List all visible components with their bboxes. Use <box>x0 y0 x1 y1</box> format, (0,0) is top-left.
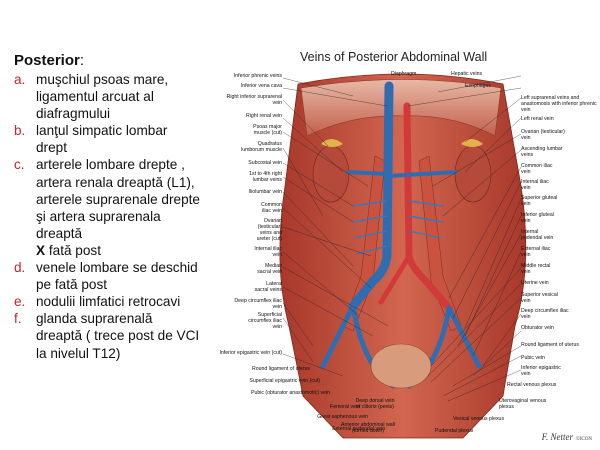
label-ascending-lumbar-veins: Ascending lumbar veins <box>521 146 563 158</box>
label-femoral-vein: Femoral vein <box>330 404 360 410</box>
label-pudendal-plexus: Pudendal plexus <box>435 428 474 434</box>
label-round-ligament-right: Round ligament of uterus <box>521 342 579 348</box>
label-lateral-sacral-veins: Lateral sacral veins <box>254 281 282 293</box>
text-column: Posterior: a.muşchiul psoas mare, ligame… <box>14 52 202 362</box>
label-ovarian-vein: Ovarian (testicular) vein <box>521 129 565 141</box>
label-iliolumbar-vein: Iliolumbar vein <box>248 189 282 195</box>
anatomy-drawing <box>279 73 527 439</box>
label-common-iliac-vein: Common iliac vein <box>260 202 282 214</box>
label-superficial-epigastric-vein: Superficial epigastric vein (cut) <box>249 378 320 384</box>
list-item: a.muşchiul psoas mare, ligamentul arcuat… <box>14 72 169 122</box>
label-lumbar-veins: 1st to 4th right lumbar veins <box>249 171 282 183</box>
list-marker: d. <box>14 260 26 276</box>
anatomy-illustration: Inferior phrenic veins Inferior vena cav… <box>203 66 600 450</box>
label-left-suprarenal-veins: Left suprarenal veins and anastomosis wi… <box>521 95 597 113</box>
label-internal-iliac-vein-right: Internal iliac vein <box>521 179 549 191</box>
label-esophagus: Esophagus <box>465 83 491 89</box>
left-kidney <box>454 145 492 203</box>
label-anterior-abdominal-wall: Anterior abdominal wall (turned down) <box>341 422 395 434</box>
list-item: f.glanda suprarenală dreaptă ( trece pos… <box>14 311 200 361</box>
label-inferior-phrenic-veins: Inferior phrenic veins <box>233 73 282 79</box>
anatomy-list: a.muşchiul psoas mare, ligamentul arcuat… <box>14 71 202 362</box>
list-item: b.lanţul simpatic lombar drept <box>14 123 168 156</box>
label-external-pudendal-vein: External pudendal vein <box>332 426 385 432</box>
label-right-inferior-suprarenal-vein: Right inferior suprarenal vein <box>226 94 282 106</box>
label-uterine-vein: Uterine vein <box>521 280 549 286</box>
label-subcostal-vein: Subcostal vein <box>248 160 282 166</box>
label-deep-circumflex-iliac-vein-left: Deep circumflex iliac vein <box>234 298 282 310</box>
label-external-iliac-vein: External iliac vein <box>521 246 551 258</box>
label-quadratus-lumborum: Quadratus lumborum muscle <box>241 141 282 153</box>
right-renal-vein <box>346 170 388 176</box>
figure-title: Veins of Posterior Abdominal Wall <box>300 50 488 64</box>
left-renal-vein <box>386 170 458 178</box>
list-item: d.venele lombare se deschid pe fată post <box>14 260 198 293</box>
label-deep-circumflex-iliac-vein-right: Deep circumflex iliac vein <box>521 308 569 320</box>
right-adrenal <box>321 139 343 147</box>
left-psoas <box>418 155 462 332</box>
label-deep-dorsal-vein: Deep dorsal vein of clitoris (penis) <box>355 398 395 410</box>
label-superior-vesical-vein: Superior vesical vein <box>521 292 558 304</box>
label-pubic-vein-right: Pubic vein <box>521 355 545 361</box>
label-rectal-venous-plexus: Rectal venous plexus <box>507 382 557 388</box>
label-great-saphenous-vein: Great saphenous vein <box>317 414 368 420</box>
label-vesical-venous-plexus: Vesical venous plexus <box>453 416 505 422</box>
section-heading: Posterior: <box>14 52 85 69</box>
label-inferior-epigastric-vein-cut: Inferior epigastric vein (cut) <box>219 350 282 356</box>
label-diaphragm: Diaphragm <box>391 71 417 77</box>
label-internal-pudendal-vein: Internal pudendal vein <box>521 229 554 241</box>
label-middle-rectal-vein: Middle rectal vein <box>521 263 551 275</box>
list-marker: f. <box>14 311 22 327</box>
label-round-ligament-left: Round ligament of uterus <box>252 366 310 372</box>
list-marker: e. <box>14 294 26 310</box>
label-inferior-vena-cava: Inferior vena cava <box>240 83 282 89</box>
label-pubic-vein-left: Pubic (obturator anastomotic) vein <box>250 390 330 396</box>
right-common-iliac-artery <box>378 255 411 305</box>
label-psoas-major: Psoas major muscle (cut) <box>253 124 282 136</box>
inferior-vena-cava <box>348 81 394 311</box>
list-item: c.arterele lombare drepte , artera renal… <box>14 157 200 258</box>
list-marker: a. <box>14 72 26 87</box>
pelvic-organs <box>370 343 432 389</box>
bold-mark: X <box>36 242 46 258</box>
label-inferior-gluteal-vein: Inferior gluteal vein <box>521 212 554 224</box>
label-inferior-epigastric-vein: Inferior epigastric vein <box>521 365 561 377</box>
label-left-renal-vein: Left renal vein <box>521 116 554 122</box>
list-marker: b. <box>14 123 26 139</box>
label-right-renal-vein: Right renal vein <box>245 113 282 119</box>
diaphragm <box>300 79 502 137</box>
label-superficial-circumflex-iliac-vein: Superficial circumflex iliac vein <box>248 312 282 330</box>
label-median-sacral-vein: Median sacral vein <box>257 263 282 275</box>
label-uterovaginal-venous-plexus: Uterovaginal venous plexus <box>499 398 547 410</box>
label-superior-gluteal-vein: Superior gluteal vein <box>521 195 558 207</box>
label-hepatic-veins: Hepatic veins <box>451 71 483 77</box>
label-ovarian-veins-ureter: Ovarian (testicular) veins and ureter (c… <box>256 218 282 242</box>
label-obturator-vein: Obturator vein <box>521 325 554 331</box>
artist-signature: F. Netter©ICON <box>541 432 592 442</box>
list-marker: c. <box>14 157 25 173</box>
label-internal-iliac-vein: Internal iliac vein <box>254 246 282 258</box>
label-common-iliac-vein-right: Common iliac vein <box>521 163 553 175</box>
list-item: e.nodulii limfatici retrocavi <box>14 294 181 310</box>
